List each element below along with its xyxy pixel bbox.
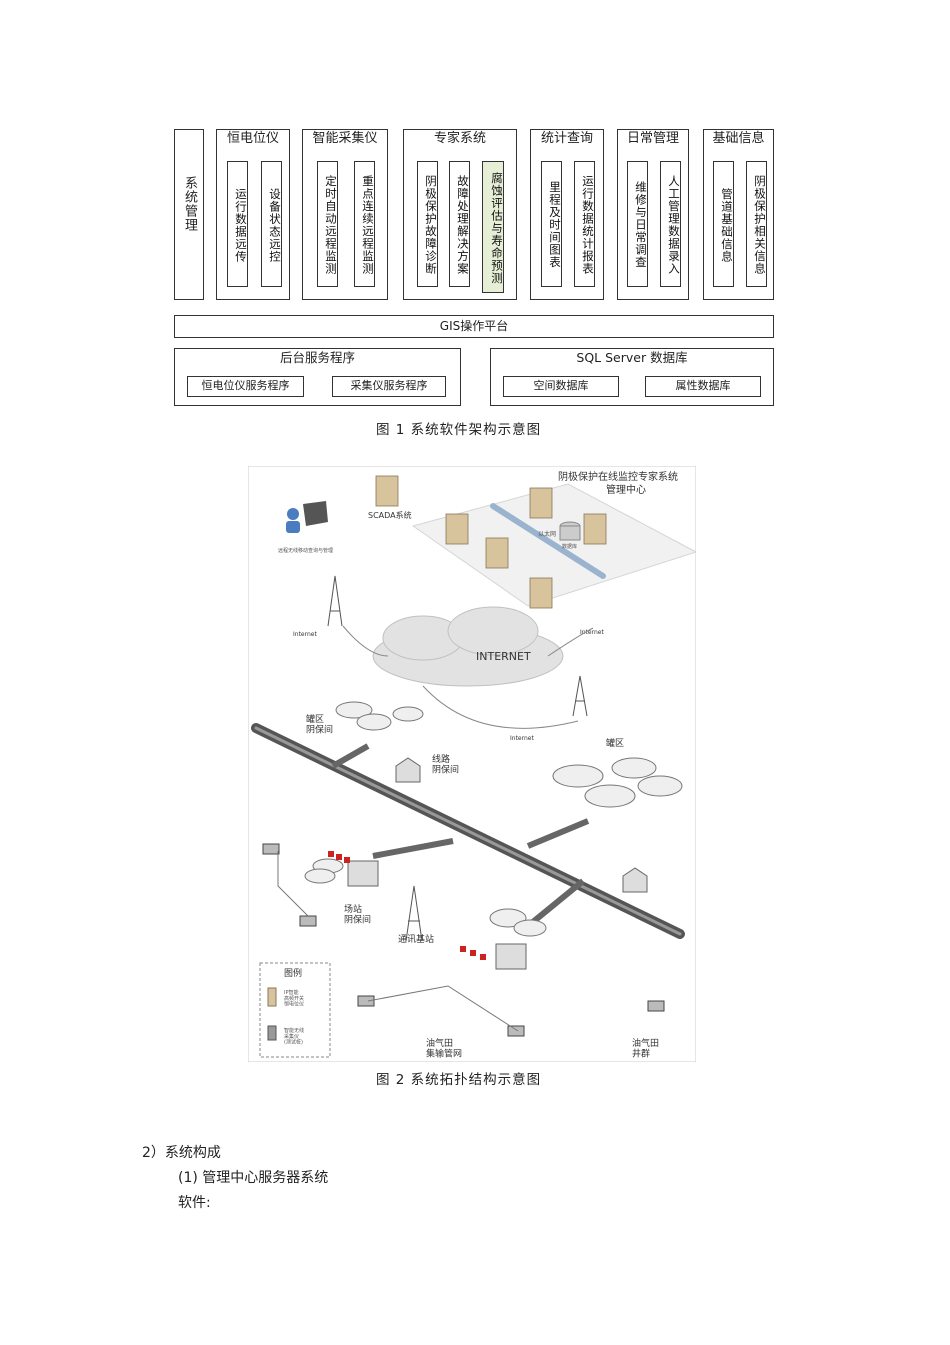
ethernet-bus (490, 503, 606, 579)
module-daily-management: 日常管理 维修与日常调查 人工管理数据录入 (617, 129, 689, 300)
sub-remote-control: 设备状态远控 (261, 161, 282, 287)
remote-label: 远程无线移动查询与管理 (278, 547, 333, 554)
scada-label: SCADA系统 (368, 510, 412, 520)
sub-continuous-monitor: 重点连续远程监测 (354, 161, 375, 287)
module-statistics-title: 统计查询 (540, 131, 593, 146)
module-basic-info-title: 基础信息 (712, 131, 765, 146)
base-station-label: 通讯基站 (398, 933, 434, 945)
oil-pipeline-label: 油气田集输管网 (426, 1037, 462, 1059)
tank-area-label: 罐区 (606, 737, 624, 749)
module-potentiostat: 恒电位仪 运行数据远传 设备状态远控 (216, 129, 290, 300)
branch-pipelines (331, 743, 590, 929)
db-label: 数据库 (562, 543, 577, 550)
module-basic-info: 基础信息 管道基础信息 阴极保护相关信息 (703, 129, 774, 300)
internet-cloud-icon (372, 606, 564, 687)
sub-remote-data: 运行数据远传 (227, 161, 248, 287)
module-potentiostat-title: 恒电位仪 (226, 131, 279, 146)
legend-collector-icon (267, 1025, 277, 1041)
pumpjack-icon (262, 843, 665, 1037)
attribute-database: 属性数据库 (645, 376, 761, 397)
module-collector: 智能采集仪 定时自动远程监测 重点连续远程监测 (302, 129, 388, 300)
legend-item-2: 智能无线采集仪(测试桩) (284, 1027, 304, 1046)
center-title-2: 管理中心 (606, 483, 646, 496)
sub-pipeline-info: 管道基础信息 (713, 161, 734, 287)
heater-icon (328, 851, 486, 960)
topology-diagram: 阴极保护在线监控专家系统 管理中心 以太网 数据库 SCADA系统 远程无线移动… (248, 466, 696, 1062)
module-expert-system: 专家系统 阴极保护故障诊断 故障处理解决方案 腐蚀评估与寿命预测 (403, 129, 517, 300)
gis-platform: GIS操作平台 (174, 315, 774, 338)
station-room-label: 场站阴保间 (344, 903, 371, 925)
backend-services-title: 后台服务程序 (279, 350, 355, 365)
internet-label-1: Internet (293, 631, 317, 638)
center-title-1: 阴极保护在线监控专家系统 (558, 470, 678, 483)
sub-mileage-chart: 里程及时间图表 (541, 161, 562, 287)
sub-cathodic-info: 阴极保护相关信息 (746, 161, 767, 287)
module-system-management: 系统管理 (174, 129, 204, 300)
tower-icon (327, 575, 588, 942)
module-expert-system-title: 专家系统 (433, 131, 486, 146)
remote-user-icon (286, 501, 328, 533)
backend-services: 后台服务程序 恒电位仪服务程序 采集仪服务程序 (174, 348, 461, 406)
internet-label-2: Internet (580, 629, 604, 636)
sql-server-database: SQL Server 数据库 空间数据库 属性数据库 (490, 348, 774, 406)
sub-fault-diagnosis: 阴极保护故障诊断 (417, 161, 438, 287)
internet-cloud-label: INTERNET (476, 650, 531, 663)
oil-wells-label: 油气田井群 (632, 1037, 659, 1059)
building-icon (347, 757, 648, 970)
sub-manual-entry: 人工管理数据录入 (660, 161, 681, 287)
module-daily-management-title: 日常管理 (626, 131, 679, 146)
spatial-database: 空间数据库 (503, 376, 619, 397)
sub-maintenance: 维修与日常调查 (627, 161, 648, 287)
sql-server-database-title: SQL Server 数据库 (576, 350, 688, 365)
collector-service: 采集仪服务程序 (332, 376, 446, 397)
legend-title: 图例 (284, 967, 302, 979)
tank-icon (304, 701, 683, 937)
module-statistics: 统计查询 里程及时间图表 运行数据统计报表 (530, 129, 604, 300)
ethernet-label: 以太网 (538, 530, 556, 538)
figure-2-caption: 图 2 系统拓扑结构示意图 (376, 1072, 542, 1088)
legend-box (259, 962, 331, 1058)
software-label: 软件: (178, 1195, 211, 1211)
sub-fault-solution: 故障处理解决方案 (449, 161, 470, 287)
figure-1-caption: 图 1 系统软件架构示意图 (376, 422, 542, 438)
section-heading: 2）系统构成 (142, 1145, 221, 1161)
server-icon (375, 475, 607, 609)
potentiostat-service: 恒电位仪服务程序 (187, 376, 304, 397)
legend-potentiostat-icon (267, 987, 277, 1007)
module-collector-title: 智能采集仪 (312, 131, 378, 146)
sub-timed-monitor: 定时自动远程监测 (317, 161, 338, 287)
legend-item-1: IP智能高频开关恒电位仪 (284, 989, 304, 1008)
module-system-management-title: 系统管理 (182, 176, 197, 232)
tank-room-label: 罐区阴保间 (306, 713, 333, 735)
internet-label-3: Internet (510, 735, 534, 742)
subsection-heading: (1) 管理中心服务器系统 (178, 1170, 329, 1186)
sub-stat-report: 运行数据统计报表 (574, 161, 595, 287)
sub-corrosion-assessment: 腐蚀评估与寿命预测 (482, 161, 504, 293)
line-room-label: 线路阴保间 (432, 753, 459, 775)
